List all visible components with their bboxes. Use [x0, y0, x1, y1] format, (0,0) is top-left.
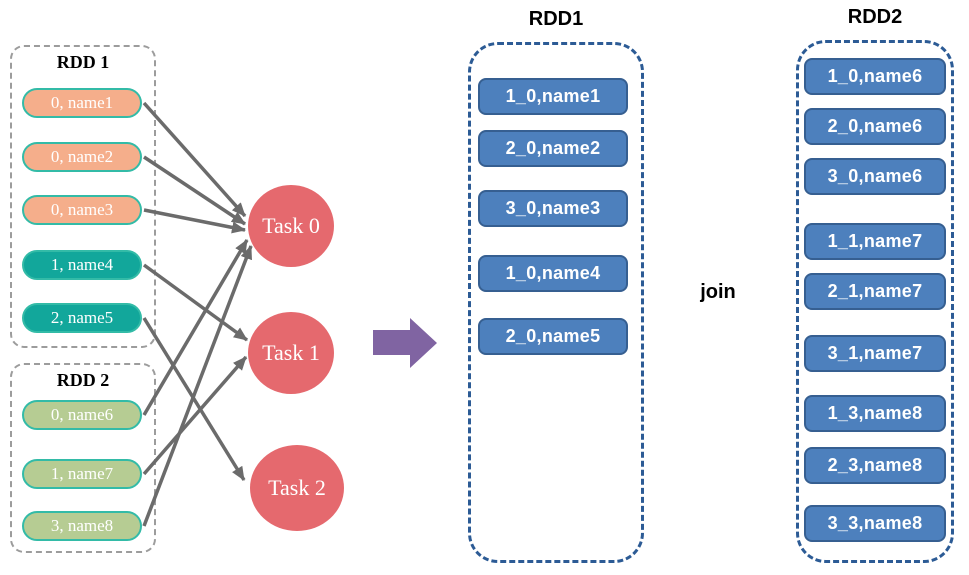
rdd1-record-pill: 0, name1: [22, 88, 142, 118]
right-rdd2-container: [796, 40, 954, 563]
rdd1-record-pill: 0, name2: [22, 142, 142, 172]
left-rdd2-box: [10, 363, 156, 553]
transform-right-arrow: [373, 318, 437, 368]
task-circle-0: Task 0: [248, 185, 334, 267]
left-rdd2-title: RDD 2: [56, 370, 110, 390]
rdd2-record-pill: 0, name6: [22, 400, 142, 430]
right-rdd2-record-box: 1_3,name8: [804, 395, 946, 432]
edge-arrow-1name4-to-Task1: [142, 263, 249, 342]
edge-arrow-3name8-to-Task0: [142, 245, 253, 527]
right-rdd1-record-box: 2_0,name5: [478, 318, 628, 355]
rdd1-record-pill: 0, name3: [22, 195, 142, 225]
edge-arrow-1name7-to-Task1: [142, 355, 248, 476]
right-rdd2-record-box: 2_1,name7: [804, 273, 946, 310]
rdd2-record-pill: 1, name7: [22, 459, 142, 489]
right-rdd2-title: RDD2: [847, 6, 903, 28]
right-rdd1-record-box: 2_0,name2: [478, 130, 628, 167]
right-rdd2-record-box: 2_3,name8: [804, 447, 946, 484]
right-rdd2-record-box: 2_0,name6: [804, 108, 946, 145]
right-rdd2-record-box: 3_3,name8: [804, 505, 946, 542]
right-rdd1-title: RDD1: [528, 8, 584, 30]
rdd2-record-pill: 3, name8: [22, 511, 142, 541]
rdd1-record-pill: 1, name4: [22, 250, 142, 280]
right-rdd2-record-box: 3_1,name7: [804, 335, 946, 372]
right-rdd2-record-box: 1_0,name6: [804, 58, 946, 95]
task-circle-2: Task 2: [250, 445, 344, 531]
right-rdd1-record-box: 3_0,name3: [478, 190, 628, 227]
join-label: join: [700, 281, 736, 303]
edge-arrow-0name1-to-Task0: [142, 101, 247, 218]
left-rdd1-title: RDD 1: [56, 52, 110, 72]
right-rdd2-record-box: 3_0,name6: [804, 158, 946, 195]
rdd1-record-pill: 2, name5: [22, 303, 142, 333]
left-rdd1-box: [10, 45, 156, 348]
task-circle-1: Task 1: [248, 312, 334, 394]
right-rdd2-record-box: 1_1,name7: [804, 223, 946, 260]
right-rdd1-record-box: 1_0,name4: [478, 255, 628, 292]
right-rdd1-record-box: 1_0,name1: [478, 78, 628, 115]
edge-arrow-0name3-to-Task0: [143, 208, 246, 234]
edge-arrow-0name6-to-Task0: [142, 239, 249, 416]
edge-arrow-0name2-to-Task0: [143, 155, 246, 226]
right-rdd1-container: [468, 42, 644, 563]
